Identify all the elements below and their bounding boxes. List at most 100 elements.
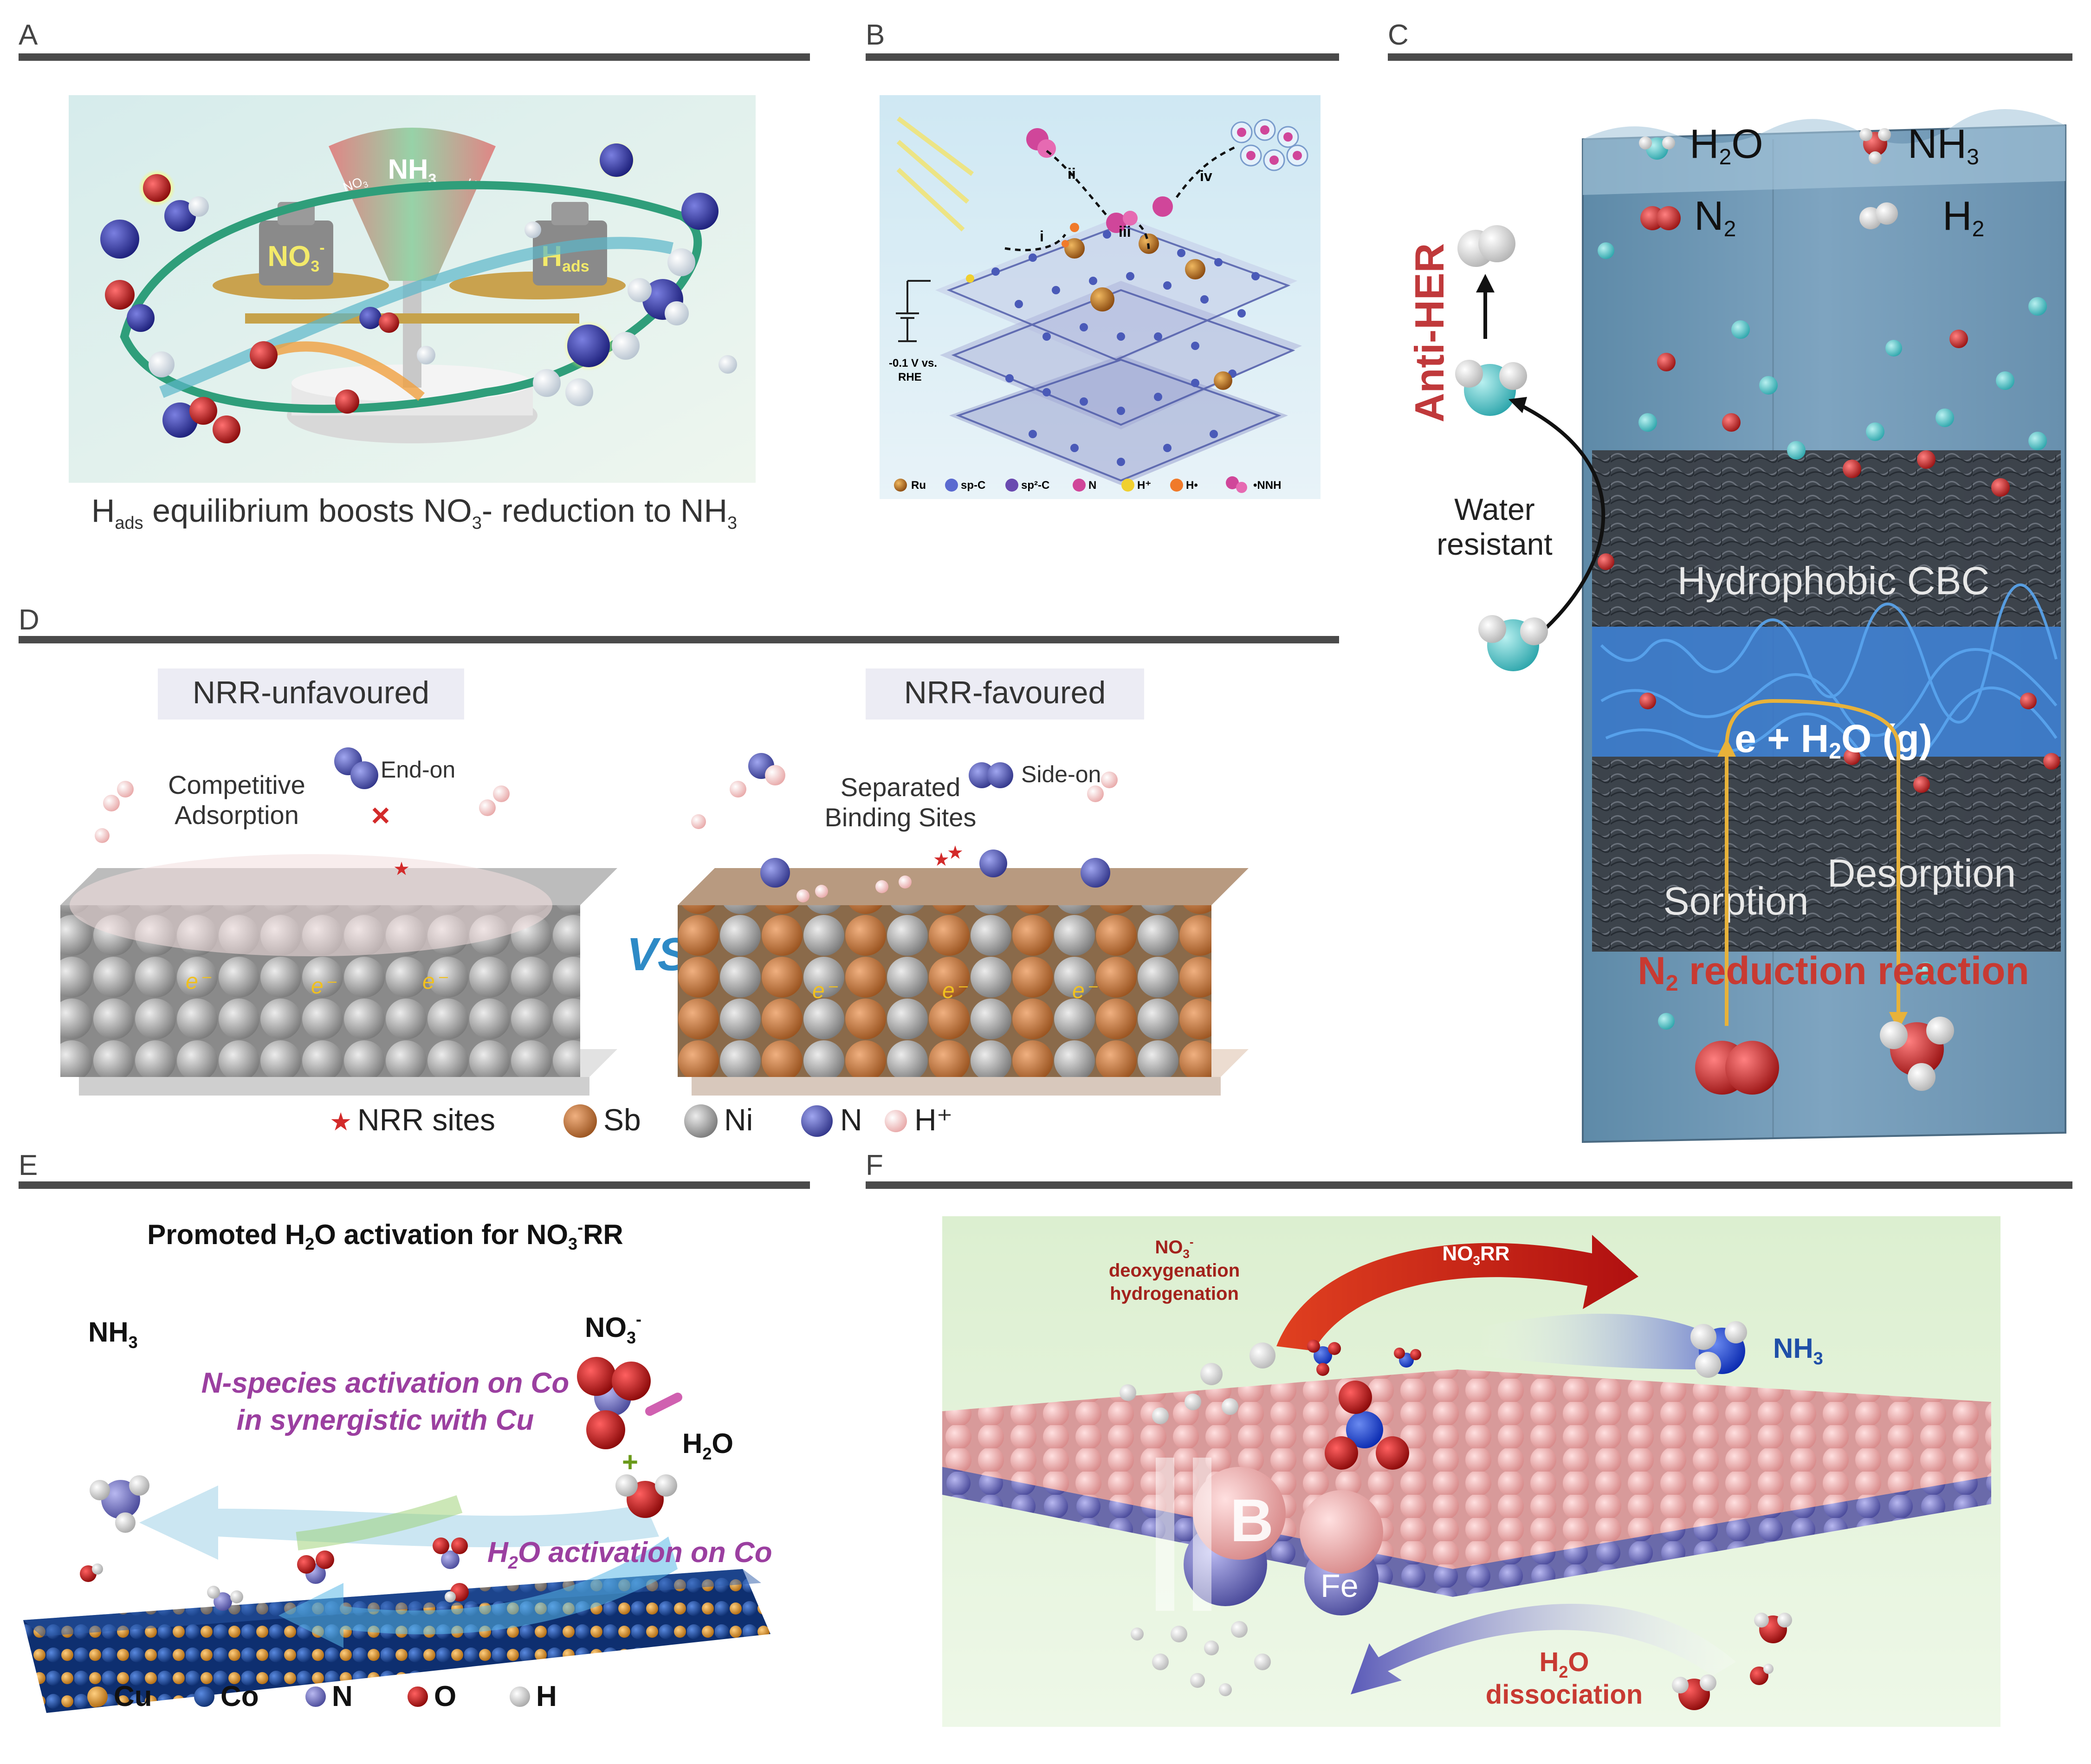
electron-right-2: e⁻ bbox=[942, 979, 968, 1003]
f-no3-sup: - bbox=[1190, 1235, 1194, 1249]
side-on-label: Side-on bbox=[1021, 761, 1101, 787]
f-fe-label: Fe bbox=[1321, 1568, 1359, 1604]
svg-text:NH3: NH3 bbox=[1908, 121, 1979, 169]
svg-text:e + H2O (g): e + H2O (g) bbox=[1735, 717, 1932, 764]
caption-end: - reduction to NH bbox=[481, 493, 728, 529]
panel-a-illustration: NO3- Hads NH3 NO3 H bbox=[69, 95, 756, 483]
weight-left-label: NO bbox=[267, 240, 311, 272]
legend-ni: Ni bbox=[724, 1102, 753, 1137]
electron-left-1: e⁻ bbox=[186, 969, 212, 994]
hydrophobic-cbc-label: Hydrophobic CBC bbox=[1677, 559, 1989, 603]
panel-label-f: F bbox=[866, 1149, 883, 1181]
c-h2o-end: O bbox=[1731, 121, 1763, 167]
e-title-mid: O activation for NO bbox=[314, 1219, 568, 1250]
c-h2-sub: 2 bbox=[1972, 217, 1985, 241]
sorption-label: Sorption bbox=[1664, 879, 1809, 923]
panel-d-illustration: NRR-unfavoured NRR-favoured Competitive … bbox=[51, 664, 1332, 1142]
panel-e-illustration: Promoted H2O activation for NO3-RR NH3 N… bbox=[19, 1202, 817, 1750]
panel-label-e: E bbox=[19, 1149, 38, 1181]
svg-text:H2O activation on Co: H2O activation on Co bbox=[487, 1537, 772, 1573]
svg-text:★: ★ bbox=[947, 843, 964, 863]
panel-rule-c bbox=[1388, 53, 2072, 61]
svg-text:N2 reduction reaction: N2 reduction reaction bbox=[1638, 949, 2029, 996]
caption-end-sub: 3 bbox=[727, 513, 738, 533]
svg-text:NH3: NH3 bbox=[388, 154, 436, 188]
panel-label-a: A bbox=[19, 19, 38, 51]
e-nh3-sub: 3 bbox=[129, 1333, 138, 1352]
legend-h-plus-d: H⁺ bbox=[914, 1102, 953, 1137]
scale-nh3-label: NH bbox=[388, 154, 428, 185]
step-i-label: i bbox=[1040, 228, 1044, 245]
h2o-act-end: O activation on Co bbox=[518, 1537, 772, 1569]
e-h2o-sub: 2 bbox=[702, 1444, 712, 1463]
f-nh3-sub: 3 bbox=[1813, 1349, 1823, 1368]
f-no3rr-end: RR bbox=[1480, 1242, 1510, 1265]
c-h2o-label: H bbox=[1690, 121, 1719, 167]
separated-line2: Binding Sites bbox=[825, 803, 977, 832]
f-no3rr-sub: 3 bbox=[1473, 1253, 1480, 1268]
panel-rule-b bbox=[866, 53, 1339, 61]
e-h2o-end: O bbox=[712, 1428, 733, 1459]
svg-text:+: + bbox=[622, 1446, 638, 1478]
legend-o: O bbox=[434, 1680, 456, 1712]
step-ii-label: ii bbox=[1068, 165, 1076, 182]
c-nh3-sub: 3 bbox=[1967, 145, 1979, 169]
panel-label-b: B bbox=[866, 19, 885, 51]
svg-text:N2: N2 bbox=[1694, 193, 1736, 241]
panel-rule-f bbox=[866, 1181, 2072, 1189]
panel-f-illustration: B Fe NO3RR NO3- deoxygenation hydrogenat… bbox=[942, 1216, 2000, 1727]
f-h2o-end: O bbox=[1568, 1647, 1589, 1677]
svg-text:NO3-: NO3- bbox=[585, 1310, 641, 1347]
svg-text:NO3-: NO3- bbox=[267, 239, 324, 275]
svg-text:NH3: NH3 bbox=[1773, 1333, 1823, 1368]
desorption-label: Desorption bbox=[1827, 851, 2016, 895]
title-nrr-favoured: NRR-favoured bbox=[904, 675, 1106, 710]
e-no3-sub: 3 bbox=[627, 1328, 636, 1347]
h2o-act-sub: 2 bbox=[508, 1553, 518, 1573]
panel-b-illustration: ii iv i iii -0.1 V vs. RHE Ru sp-C sp²-C… bbox=[880, 95, 1321, 499]
svg-text:Promoted H2O activation for NO: Promoted H2O activation for NO3-RR bbox=[147, 1218, 623, 1253]
weight-left-sub: 3 bbox=[311, 258, 319, 275]
panel-c-illustration: H2O NH3 N2 H2 bbox=[1388, 88, 2072, 1147]
legend-n-d: N bbox=[840, 1102, 862, 1137]
legend-cu: Cu bbox=[114, 1680, 152, 1712]
electron-right-3: e⁻ bbox=[1072, 979, 1098, 1003]
weight-left-sup: - bbox=[319, 239, 324, 257]
e-title: Promoted H bbox=[147, 1219, 305, 1250]
e-title-end: RR bbox=[583, 1219, 623, 1250]
f-no3rr-label: NO bbox=[1442, 1242, 1473, 1265]
legend-nnh: •NNH bbox=[1253, 479, 1281, 492]
e-nh3-label: NH bbox=[88, 1317, 129, 1348]
legend-co: Co bbox=[220, 1680, 259, 1712]
legend-h-e: H bbox=[536, 1680, 557, 1712]
vapor-label: e + H bbox=[1735, 717, 1829, 760]
caption-h: H bbox=[91, 493, 115, 529]
f-b-label: B bbox=[1230, 1486, 1274, 1554]
electron-left-3: e⁻ bbox=[422, 969, 448, 994]
separated-line1: Separated bbox=[841, 772, 960, 802]
e-no3-label: NO bbox=[585, 1312, 627, 1343]
title-nrr-unfavoured: NRR-unfavoured bbox=[193, 675, 429, 710]
anti-her-label: Anti-HER bbox=[1406, 243, 1452, 422]
f-nh3-label: NH bbox=[1773, 1333, 1813, 1364]
svg-text:H2: H2 bbox=[1942, 193, 1984, 241]
f-no3-label: NO bbox=[1155, 1237, 1183, 1258]
water-resistant-line2: resistant bbox=[1437, 527, 1552, 561]
svg-text:★: ★ bbox=[330, 1108, 352, 1136]
e-no3-sup: - bbox=[636, 1310, 641, 1329]
svg-text:★: ★ bbox=[933, 850, 950, 870]
panel-rule-a bbox=[19, 53, 810, 61]
f-deoxy-label: deoxygenation bbox=[1109, 1260, 1240, 1281]
svg-text:H2O: H2O bbox=[1539, 1647, 1589, 1681]
step-iv-label: iv bbox=[1200, 168, 1212, 184]
panel-label-c: C bbox=[1388, 19, 1409, 51]
voltage-line1: -0.1 V vs. bbox=[889, 357, 937, 370]
electron-right-1: e⁻ bbox=[812, 979, 838, 1003]
legend-h-dot: H• bbox=[1186, 479, 1198, 492]
panel-a-caption: Hads equilibrium boosts NO3- reduction t… bbox=[19, 492, 810, 533]
vapor-sub: 2 bbox=[1829, 739, 1841, 764]
e-title-sub2: 3 bbox=[568, 1234, 577, 1253]
nspecies-line1: N-species activation on Co bbox=[201, 1367, 569, 1399]
svg-text:H2O: H2O bbox=[1690, 121, 1763, 169]
legend-nrr-sites: NRR sites bbox=[357, 1102, 495, 1137]
